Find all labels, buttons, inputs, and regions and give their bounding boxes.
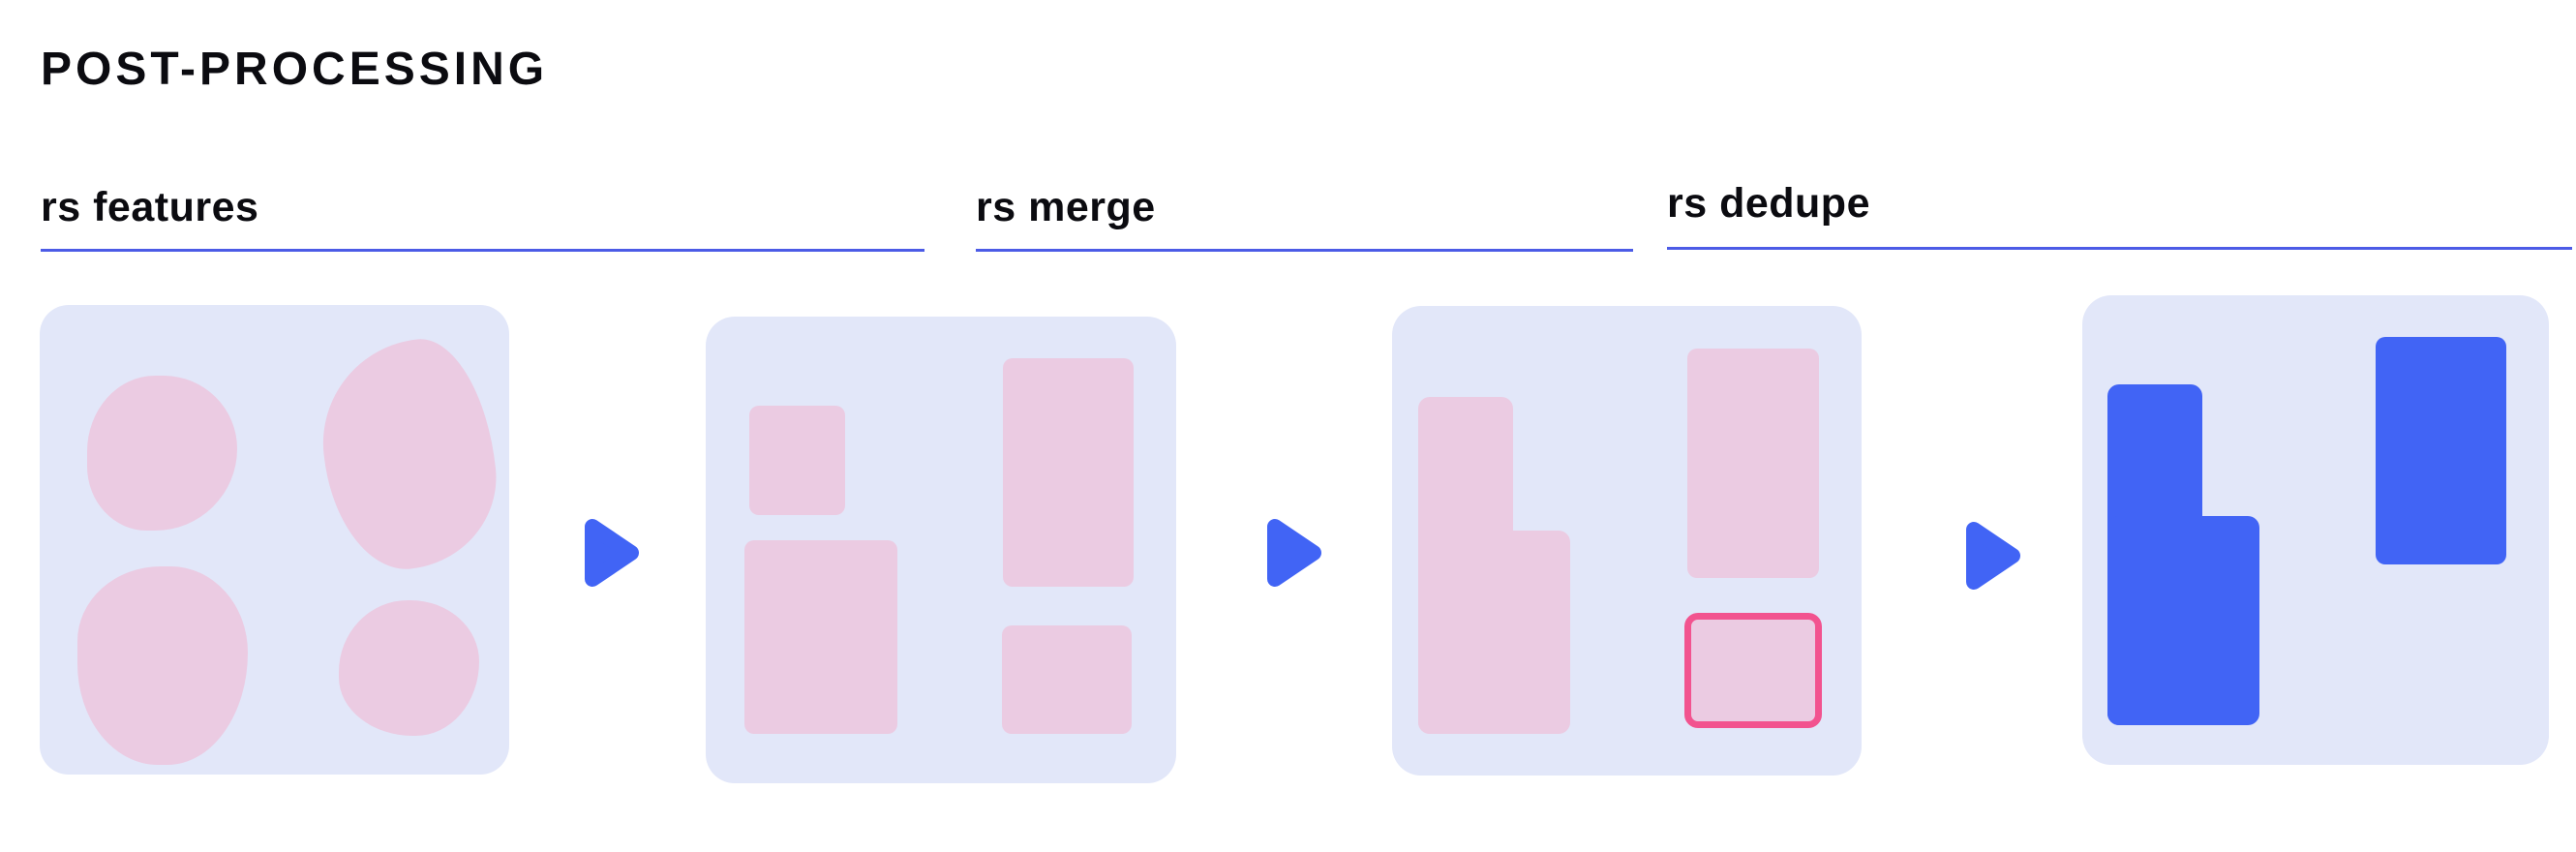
- feature-blob-bottom-right: [339, 600, 479, 736]
- panel-raw-features: [40, 305, 509, 775]
- feature-rect-small-top-left: [749, 406, 845, 515]
- final-l-shape-wide-part: [2107, 516, 2259, 725]
- merged-l-shape-wide-part: [1418, 531, 1570, 734]
- panel-merged-dedupe: [1392, 306, 1862, 776]
- feature-rect-tall-right: [1003, 358, 1134, 587]
- feature-rect-tall-right: [1687, 349, 1819, 578]
- step-label-rs-dedupe: rs dedupe: [1667, 180, 1870, 227]
- step-label-rs-features: rs features: [41, 184, 259, 230]
- feature-rect-small-bottom-right: [1002, 625, 1132, 734]
- step-underline-rs-dedupe: [1667, 247, 2572, 250]
- page-title: POST-PROCESSING: [41, 44, 549, 95]
- feature-blob-top-right: [313, 332, 505, 577]
- feature-blob-top-left: [87, 376, 237, 531]
- panel-rectangular-features: [706, 317, 1176, 783]
- arrow-right-icon: [1265, 513, 1327, 593]
- final-rect-tall-right: [2376, 337, 2506, 564]
- feature-rect-large-bottom-left: [744, 540, 897, 734]
- step-label-rs-merge: rs merge: [976, 184, 1156, 230]
- arrow-right-icon: [1964, 516, 2026, 595]
- feature-blob-bottom-left: [77, 566, 248, 765]
- step-underline-rs-features: [41, 249, 924, 252]
- panel-final-result: [2082, 295, 2549, 765]
- duplicate-highlight-rect: [1684, 613, 1822, 728]
- step-underline-rs-merge: [976, 249, 1633, 252]
- arrow-right-icon: [583, 513, 645, 593]
